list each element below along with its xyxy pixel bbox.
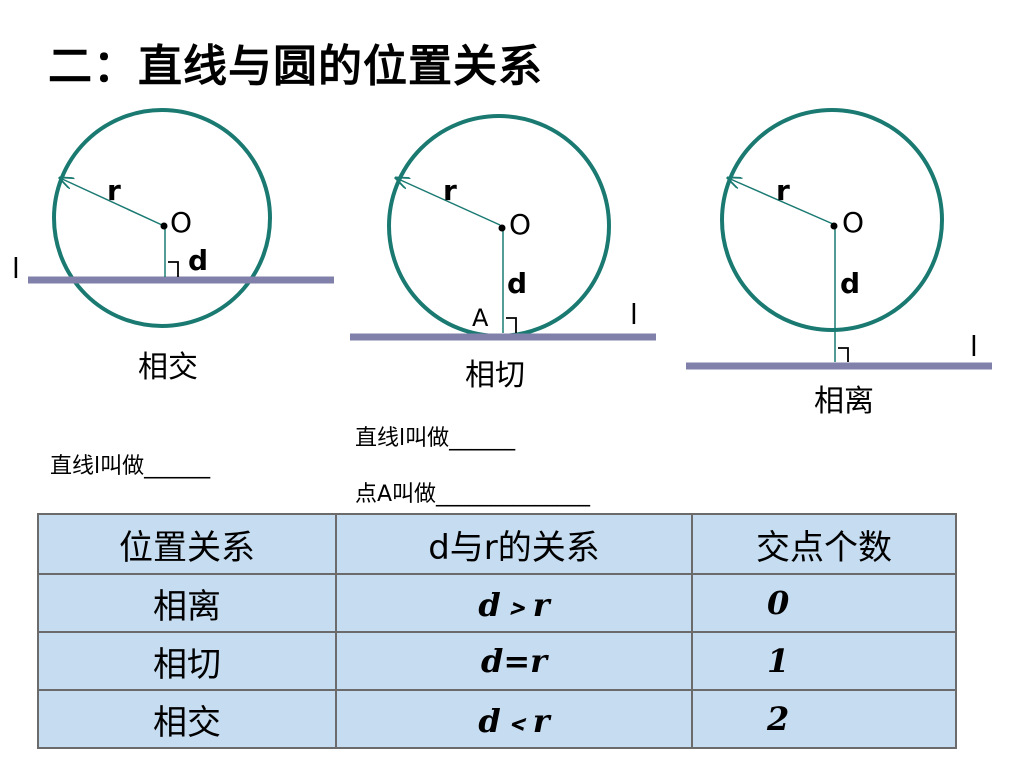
page-title: 二：直线与圆的位置关系 — [48, 41, 543, 92]
label-r: r — [107, 174, 121, 207]
caption-intersect: 相交 — [138, 350, 198, 385]
table-header-cell: 位置关系 — [37, 513, 337, 575]
label-r: r — [443, 174, 457, 207]
label-l: l — [630, 298, 638, 331]
radius-intersect — [60, 178, 163, 226]
table-header-cell: 交点个数 — [691, 513, 957, 575]
center-point-tangent — [498, 224, 506, 232]
table-cell: 2 — [691, 689, 957, 749]
circle-tangent — [387, 114, 611, 338]
relation-table: 位置关系 d与r的关系 交点个数 相离 d﹥r 0 相切 d=r 1 相交 d﹤… — [37, 513, 957, 749]
circle-separate — [720, 108, 944, 332]
table-cell: d﹥r — [335, 573, 693, 633]
fill-blank-line-intersect: 直线l叫做______ — [50, 454, 211, 479]
table-row: 相切 d=r 1 — [37, 631, 957, 691]
label-d: d — [507, 267, 527, 300]
diagram-separate: r O d l — [686, 108, 992, 370]
table-row: 相离 d﹥r 0 — [37, 573, 957, 633]
caption-tangent: 相切 — [465, 358, 525, 393]
table-header-cell: d与r的关系 — [335, 513, 693, 575]
label-o: O — [509, 208, 531, 241]
circle-line-diagrams: r O d l r O d A l r O d l — [12, 108, 992, 370]
radius-separate — [728, 178, 834, 225]
center-point-separate — [830, 222, 838, 230]
label-d: d — [840, 267, 860, 300]
fill-blank-line-tangent: 直线l叫做______ — [355, 426, 516, 451]
circle-intersect — [52, 108, 272, 328]
diagram-tangent: r O d A l — [350, 114, 656, 341]
table-cell: 1 — [691, 631, 957, 691]
diagram-intersect: r O d l — [12, 108, 334, 328]
table-header-row: 位置关系 d与r的关系 交点个数 — [37, 513, 957, 575]
caption-separate: 相离 — [814, 384, 874, 419]
table-row: 相交 d﹤r 2 — [37, 689, 957, 749]
label-l: l — [12, 252, 20, 285]
right-angle-separate — [838, 347, 849, 362]
label-o: O — [170, 206, 192, 239]
fill-blank-point-a: 点A叫做______________ — [355, 482, 591, 507]
radius-tangent — [396, 178, 501, 226]
label-l: l — [970, 330, 978, 363]
table-cell: 相离 — [37, 573, 337, 633]
table-cell: d=r — [335, 631, 693, 691]
table-cell: 相切 — [37, 631, 337, 691]
label-o: O — [842, 206, 864, 239]
label-d: d — [188, 244, 208, 277]
table-cell: 相交 — [37, 689, 337, 749]
center-point-intersect — [160, 222, 168, 230]
label-r: r — [776, 174, 790, 207]
table-cell: 0 — [691, 573, 957, 633]
right-angle-tangent — [506, 317, 517, 333]
table-cell: d﹤r — [335, 689, 693, 749]
right-angle-intersect — [168, 261, 179, 277]
label-a: A — [472, 304, 489, 332]
